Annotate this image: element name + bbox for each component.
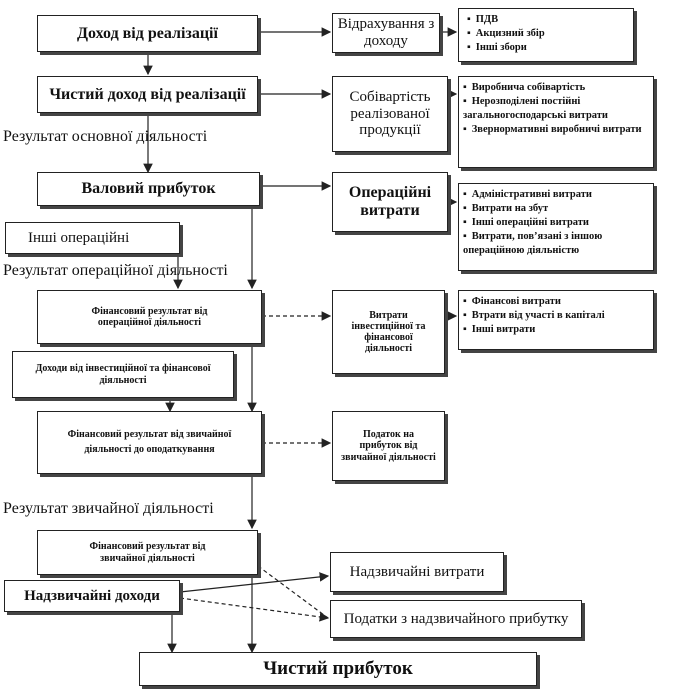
invest-item: Фінансові витрати	[463, 295, 649, 309]
other-operating-box: Інші операційні	[5, 222, 180, 254]
net-profit-box: Чистий прибуток	[139, 652, 537, 686]
arrow-to-extra-taxes	[179, 597, 330, 622]
invest-list-box: Фінансові витрати Втрати від участі в ка…	[458, 290, 654, 350]
section-operating-activity: Результат операційної діяльності	[3, 262, 228, 279]
operating-item: Витрати на збут	[463, 202, 649, 216]
deductions-item: Акцизний збір	[467, 27, 629, 41]
invest-item: Інші витрати	[463, 323, 649, 337]
invest-fin-expenses-label: Витрати інвестиційної та фінансової діял…	[351, 309, 426, 355]
cost-of-sales-label: Собівартість реалізованої продукції	[349, 88, 431, 139]
extraordinary-expenses-label: Надзвичайні витрати	[349, 563, 485, 580]
fin-result-ordinary-label: Фінансовий результат від звичайної діяль…	[89, 541, 206, 564]
extraordinary-income-box: Надзвичайні доходи	[4, 580, 180, 612]
deductions-label: Відрахування з доходу	[337, 16, 435, 49]
deductions-item: Інші збори	[467, 41, 629, 55]
section-main-activity: Результат основної діяльності	[3, 128, 208, 145]
revenue-box: Доход від реалізації	[37, 15, 258, 52]
extraordinary-expenses-box: Надзвичайні витрати	[330, 552, 504, 592]
fin-result-operating-label: Фінансовий результат від операційної дія…	[91, 305, 208, 328]
arrow-to-extra-expenses	[179, 572, 330, 593]
other-operating-label: Інші операційні	[28, 229, 130, 246]
cost-item: Виробнича собівартість	[463, 81, 649, 95]
fin-result-pretax-box: Фінансовий результат від звичайної діяль…	[37, 411, 262, 474]
gross-profit-label: Валовий прибуток	[81, 180, 216, 198]
cost-item: Звернормативні виробничі витрати	[463, 123, 649, 137]
operating-item: Витрати, пов’язані з іншою операційною д…	[463, 230, 649, 258]
extraordinary-income-label: Надзвичайні доходи	[24, 587, 160, 604]
profit-tax-box: Податок на прибуток від звичайної діяльн…	[332, 411, 445, 481]
invest-item: Втрати від участі в капіталі	[463, 309, 649, 323]
deductions-list-box: ПДВ Акцизний збір Інші збори	[458, 8, 634, 62]
fin-result-operating-box: Фінансовий результат від операційної дія…	[37, 290, 262, 344]
cost-list-box: Виробнича собівартість Нерозподілені пос…	[458, 76, 654, 168]
operating-expenses-box: Операційні витрати	[332, 172, 448, 232]
net-revenue-label: Чистий доход від реалізації	[49, 85, 246, 103]
net-profit-label: Чистий прибуток	[263, 658, 413, 680]
invest-fin-expenses-box: Витрати інвестиційної та фінансової діял…	[332, 290, 445, 374]
operating-item: Адміністративні витрати	[463, 188, 649, 202]
section-ordinary-activity: Результат звичайної діяльності	[3, 500, 214, 517]
income-invest-fin-label: Доходи від інвестиційної та фінансової д…	[35, 363, 211, 386]
income-invest-fin-box: Доходи від інвестиційної та фінансової д…	[12, 351, 234, 398]
deductions-box: Відрахування з доходу	[332, 13, 440, 53]
fin-result-pretax-label: Фінансовий результат від звичайної діяль…	[67, 429, 232, 455]
operating-list-box: Адміністративні витрати Витрати на збут …	[458, 183, 654, 271]
cost-of-sales-box: Собівартість реалізованої продукції	[332, 76, 448, 152]
deductions-item: ПДВ	[467, 13, 629, 27]
fin-result-ordinary-box: Фінансовий результат від звичайної діяль…	[37, 530, 258, 575]
line-ordinary-to-taxes	[257, 565, 329, 619]
profit-tax-label: Податок на прибуток від звичайної діяльн…	[341, 429, 436, 463]
cost-item: Нерозподілені постійні загальногосподарс…	[463, 95, 649, 123]
net-revenue-box: Чистий доход від реалізації	[37, 76, 258, 113]
operating-expenses-label: Операційні витрати	[348, 184, 432, 219]
extraordinary-taxes-label: Податки з надзвичайного прибутку	[343, 610, 569, 627]
operating-item: Інші операційні витрати	[463, 216, 649, 230]
gross-profit-box: Валовий прибуток	[37, 172, 260, 206]
extraordinary-taxes-box: Податки з надзвичайного прибутку	[330, 600, 582, 638]
revenue-label: Доход від реалізації	[77, 24, 218, 42]
